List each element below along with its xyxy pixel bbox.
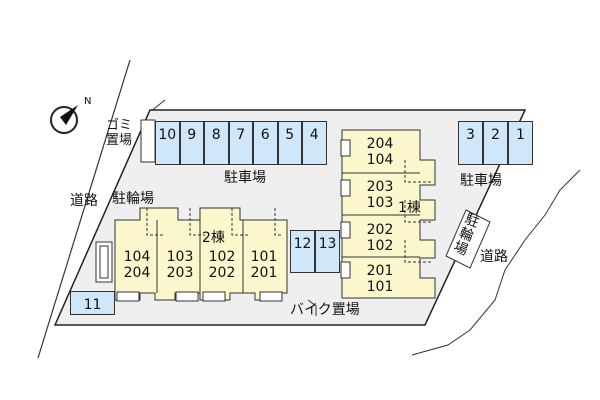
building-2-storage (175, 291, 199, 302)
parking-slot-5: 5 (277, 121, 302, 165)
north-compass-icon: N (50, 96, 91, 134)
parking-slot-11: 11 (70, 291, 115, 315)
garbage-area (140, 119, 156, 163)
unit-number-upper: 201 (366, 263, 394, 279)
parking-label-top: 駐車場 (224, 170, 266, 186)
building-2-label: 2棟 (202, 230, 225, 246)
bicycle-area-left (95, 241, 113, 283)
bike-area-marker (307, 299, 317, 316)
unit-number-upper: 204 (366, 136, 394, 152)
garbage-label: ゴミ置場 (102, 118, 136, 148)
parking-slot-9: 9 (179, 121, 204, 165)
building-2-balcony-dashes (146, 208, 283, 236)
unit-number-lower: 203 (166, 265, 194, 281)
road-line-right (411, 169, 581, 356)
parking-slot-4: 4 (302, 121, 327, 165)
building-1-label: 1棟 (398, 200, 421, 216)
unit-number-upper: 104 (123, 249, 151, 265)
garbage-label-text: ゴミ置場 (105, 118, 132, 148)
unit-number-lower: 201 (250, 265, 278, 281)
building-1-storage (340, 261, 351, 279)
unit-number-lower: 101 (366, 279, 394, 295)
bicycle-area-left-inner (99, 245, 109, 279)
bicycle-label-left: 駐輪場 (112, 191, 154, 207)
building-1-storage (340, 221, 351, 239)
unit-number-lower: 104 (366, 152, 394, 168)
parking-slot-8: 8 (204, 121, 229, 165)
bicycle-area-right (445, 209, 491, 269)
parking-label-right: 駐車場 (460, 173, 502, 189)
building-1-balcony-dashes (404, 160, 432, 263)
parking-slot-10: 10 (155, 121, 180, 165)
road-label-right: 道路 (480, 249, 508, 265)
building-2-storage (116, 291, 140, 302)
unit-number-lower: 204 (123, 265, 151, 281)
unit-number-upper: 101 (250, 249, 278, 265)
svg-text:N: N (84, 96, 91, 107)
parking-slot-3: 3 (458, 121, 483, 165)
building-1 (341, 129, 436, 299)
parking-slot-1: 1 (508, 121, 533, 165)
parking-slot-7: 7 (228, 121, 253, 165)
unit-number-lower: 102 (366, 238, 394, 254)
parking-slot-13: 13 (315, 230, 340, 273)
unit-number-upper: 103 (166, 249, 194, 265)
building-2-storage (202, 291, 226, 302)
building-1-storage (340, 139, 351, 157)
parking-slot-12: 12 (290, 230, 315, 273)
road-label-left: 道路 (70, 193, 98, 209)
building-2-storage (259, 291, 283, 302)
building-1-storage (340, 179, 351, 197)
parking-slot-2: 2 (483, 121, 508, 165)
building-2 (114, 207, 288, 301)
unit-number-upper: 102 (208, 249, 236, 265)
unit-number-upper: 203 (366, 179, 394, 195)
unit-number-lower: 202 (208, 265, 236, 281)
unit-number-lower: 103 (366, 195, 394, 211)
road-line-left (37, 59, 131, 359)
parking-slot-6: 6 (253, 121, 278, 165)
unit-number-upper: 202 (366, 222, 394, 238)
bike-parking-label: バイク置場 (290, 302, 360, 318)
